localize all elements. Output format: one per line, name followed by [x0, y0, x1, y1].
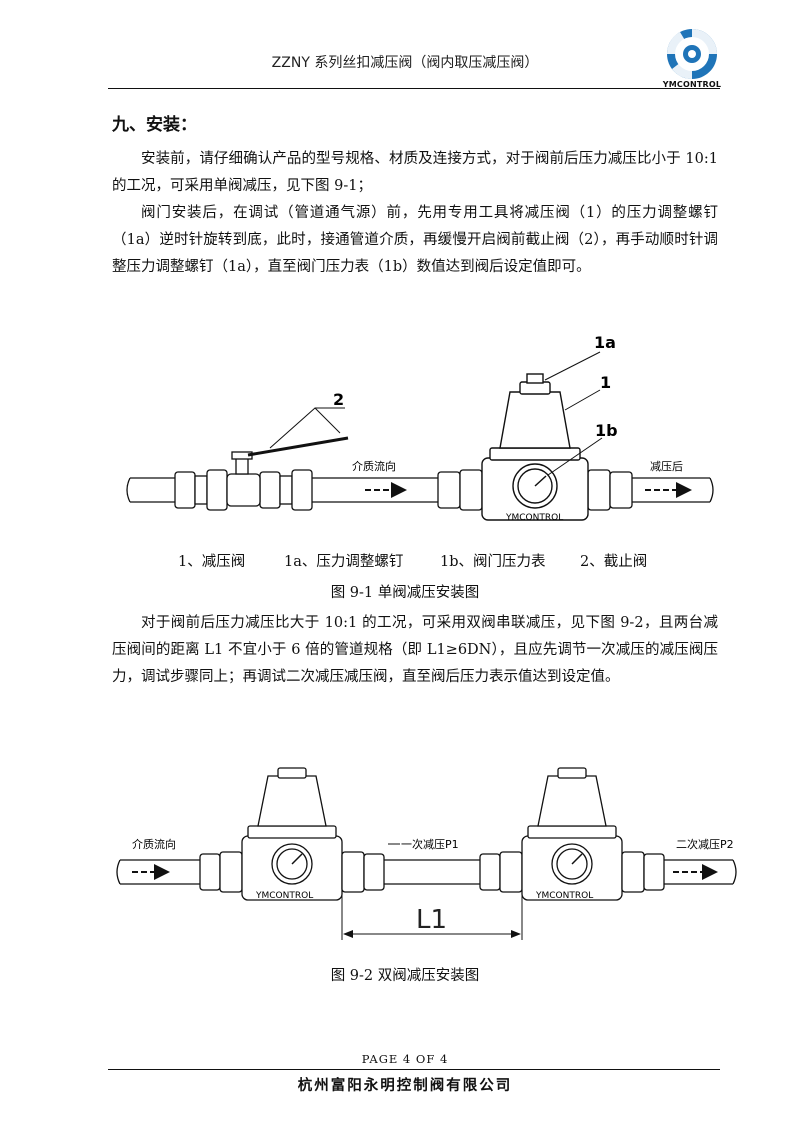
- legend-item-screw: 1a、压力调整螺钉: [284, 554, 404, 570]
- legend-item-stop-valve: 2、截止阀: [580, 554, 648, 570]
- footer-divider: [108, 1069, 720, 1070]
- dimension-l1-label: L1: [416, 905, 447, 935]
- paragraph-single-valve: 安装前，请仔细确认产品的型号规格、材质及连接方式，对于阀前后压力减压比小于 10…: [112, 151, 718, 194]
- first-stage-label: 一次减压P1: [401, 837, 459, 851]
- stop-valve-2: [226, 436, 349, 507]
- ymcontrol-logo-icon: [666, 29, 717, 79]
- valve-brand-second: YMCONTROL: [535, 891, 593, 901]
- section-heading: 九、安装：: [112, 115, 197, 135]
- dimension-l1: [341, 892, 523, 940]
- valve-brand: YMCONTROL: [505, 513, 563, 523]
- label-1: 1: [600, 373, 611, 392]
- paragraph-adjustment: 阀门安装后，在调试（管道通气源）前，先用专用工具将减压阀（1）的压力调整螺钉（1…: [112, 205, 718, 275]
- fittings-left: [174, 469, 313, 511]
- flow-out-label: 减压后: [650, 460, 683, 473]
- flow-in-label: 介质流向: [352, 459, 396, 473]
- figure-9-1-diagram: 2 介质流向 YMCONTROL 1a 1 1b 减压后: [126, 333, 714, 523]
- legend-item-reducer: 1、减压阀: [178, 554, 246, 570]
- logo-text: YMCONTROL: [662, 80, 722, 89]
- page-number: PAGE 4 OF 4: [361, 1052, 449, 1066]
- company-name: 杭州富阳永明控制阀有限公司: [297, 1078, 513, 1094]
- reducing-valve-second: [479, 767, 665, 901]
- dual-valve-instructions: 对于阀前后压力减压比大于 10:1 的工况，可采用双阀串联减压，见下图 9-2，…: [112, 610, 718, 691]
- second-stage-label: 二次减压P2: [676, 837, 734, 851]
- pressure-reducing-valve-1: [481, 373, 589, 521]
- reducing-valve-first: [199, 767, 385, 901]
- label-1b: 1b: [595, 421, 618, 440]
- figure-9-1-caption: 图 9-1 单阀减压安装图: [330, 585, 480, 601]
- install-instructions: 安装前，请仔细确认产品的型号规格、材质及连接方式，对于阀前后压力减压比小于 10…: [112, 146, 718, 281]
- header-divider: [108, 88, 720, 89]
- paragraph-dual-valve: 对于阀前后压力减压比大于 10:1 的工况，可采用双阀串联减压，见下图 9-2，…: [112, 615, 718, 685]
- figure-9-2-caption: 图 9-2 双阀减压安装图: [330, 968, 480, 984]
- label-1a: 1a: [594, 333, 616, 352]
- page-header-title: ZZNY 系列丝扣减压阀（阀内取压减压阀）: [271, 55, 539, 71]
- flow-in-label-2: 介质流向: [132, 837, 176, 851]
- figure-9-2-diagram: 介质流向 YMCONTROL 一次减压P1 YMCONTROL 二次减压P2: [116, 767, 737, 940]
- label-2: 2: [333, 390, 344, 409]
- valve-brand-first: YMCONTROL: [255, 891, 313, 901]
- legend-item-gauge: 1b、阀门压力表: [440, 554, 546, 570]
